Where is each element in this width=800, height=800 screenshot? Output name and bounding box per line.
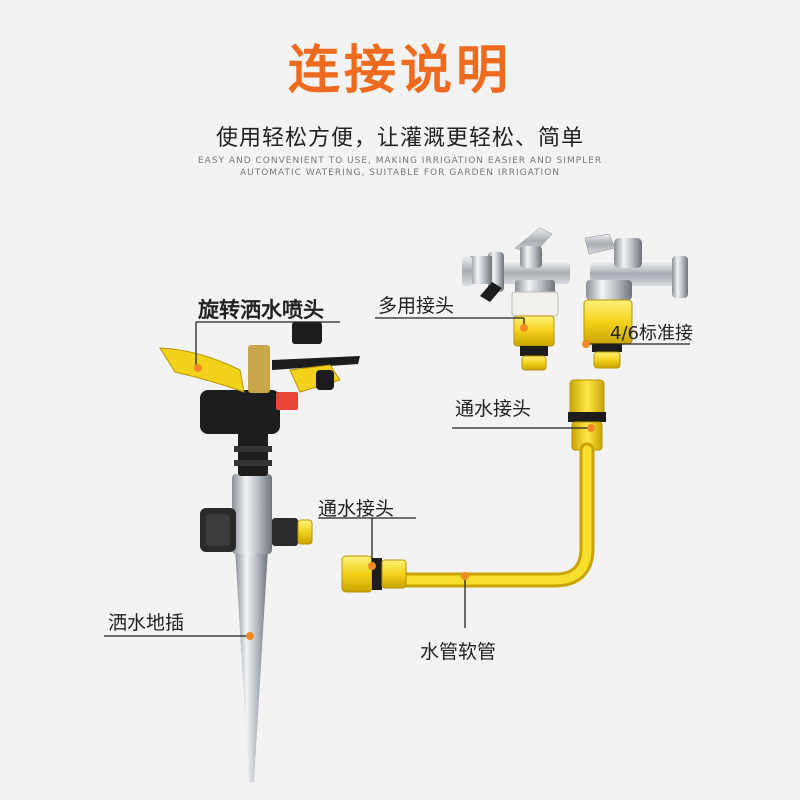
leader-lines — [104, 317, 690, 637]
label-sprinkler-head: 旋转洒水喷头 — [198, 298, 324, 322]
water-connector-right — [568, 379, 606, 451]
faucet-left — [462, 227, 570, 317]
label-standard-connector: 4/6标准接 — [610, 323, 693, 344]
hose — [392, 442, 595, 588]
ground-spike — [200, 474, 313, 782]
label-multi-connector: 多用接头 — [378, 295, 455, 317]
subtitle-en-line1: EASY AND CONVENIENT TO USE, MAKING IRRIG… — [197, 156, 603, 166]
water-connector-left — [341, 555, 407, 593]
faucet-right — [584, 233, 688, 300]
label-water-connector-right: 通水接头 — [455, 398, 532, 420]
marker-dots — [194, 324, 595, 640]
standard-connector — [583, 299, 633, 369]
label-soft-hose: 水管软管 — [420, 641, 497, 663]
multi-connector — [513, 315, 555, 371]
page-title: 连接说明 — [287, 41, 512, 101]
page-subtitle: 使用轻松方便，让灌溉更轻松、简单 — [215, 126, 584, 151]
subtitle-en-line2: AUTOMATIC WATERING, SUITABLE FOR GARDEN … — [239, 168, 561, 178]
label-ground-spike: 洒水地插 — [108, 612, 185, 634]
label-water-connector-left: 通水接头 — [318, 498, 395, 520]
sprinkler-head — [159, 322, 360, 476]
